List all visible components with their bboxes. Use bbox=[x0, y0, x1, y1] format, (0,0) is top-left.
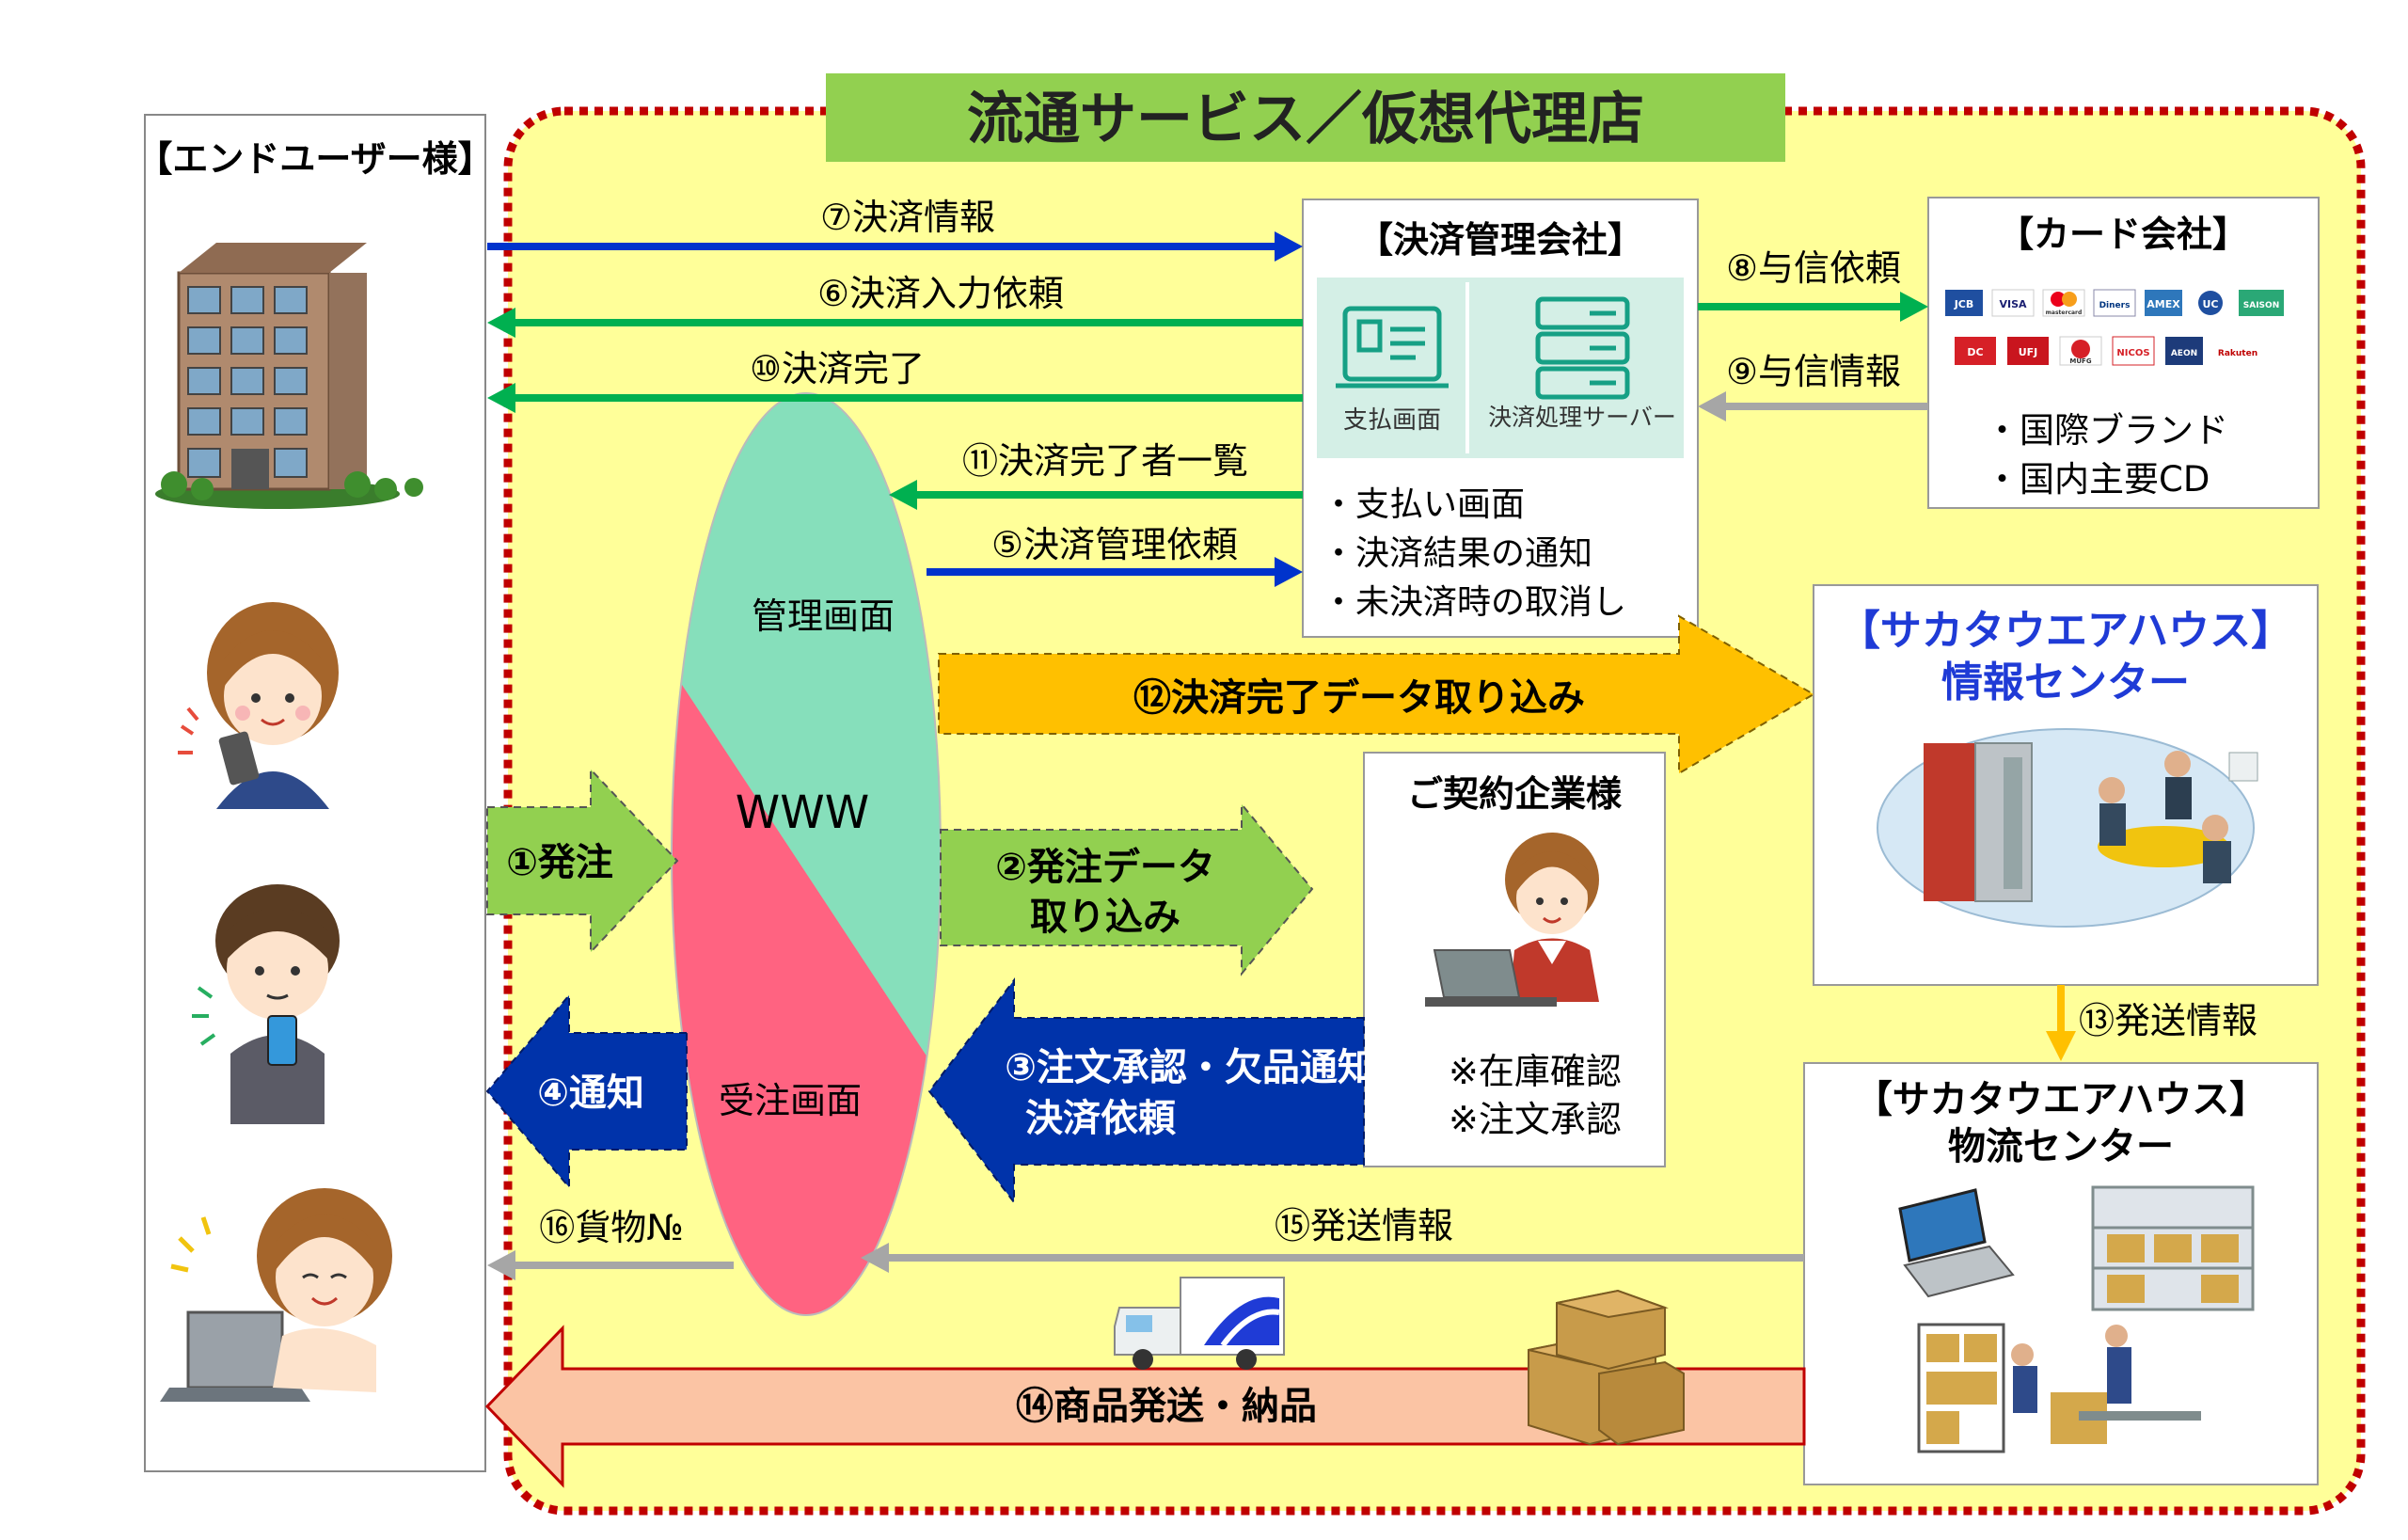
card-company-note: ・国際ブランド bbox=[1985, 410, 2228, 451]
arrow-1-order bbox=[486, 767, 679, 955]
card-brand-logo: Rakuten bbox=[2218, 349, 2258, 358]
storage-shelf-icon bbox=[2091, 1185, 2255, 1311]
step-13-label: ⑬発送情報 bbox=[2079, 1000, 2258, 1041]
computer-icon bbox=[1898, 1188, 2015, 1298]
logistics-center-title: 【サカタウエアハウス】 bbox=[1855, 1078, 2267, 1121]
logistics-center-subtitle: 物流センター bbox=[1948, 1125, 2174, 1168]
operator-woman-icon bbox=[1425, 833, 1599, 1007]
card-brand-logo: SAISON bbox=[2243, 301, 2279, 310]
card-brand-logo: AMEX bbox=[2147, 298, 2180, 310]
step-10-label: ⑩決済完了 bbox=[750, 348, 925, 389]
arrow-7-payment-info bbox=[487, 231, 1303, 262]
cardboard-boxes-icon bbox=[1528, 1289, 1685, 1446]
card-company-title: 【カード会社】 bbox=[1998, 214, 2248, 255]
www-admin-label: 管理画面 bbox=[752, 595, 895, 637]
step-3-label: ③注文承認・欠品通知 bbox=[1005, 1046, 1375, 1089]
card-brand-logo: UFJ bbox=[2019, 346, 2038, 358]
step-7-label: ⑦決済情報 bbox=[820, 197, 995, 238]
step-9-label: ⑨与信情報 bbox=[1726, 351, 1901, 392]
step-2-label-line2: 取り込み bbox=[1030, 896, 1180, 939]
card-brand-logo: VISA bbox=[1999, 298, 2027, 310]
arrow-10-payment-complete bbox=[487, 383, 1303, 413]
end-user-title: 【エンドユーザー様】 bbox=[136, 138, 493, 180]
arrow-3-order-approval bbox=[927, 977, 1365, 1205]
step-3-label-line2: 決済依頼 bbox=[1025, 1097, 1177, 1140]
arrow-2-import-order-data bbox=[940, 802, 1314, 976]
woman-laptop-icon bbox=[160, 1188, 392, 1402]
step-8-label: ⑧与信依頼 bbox=[1726, 247, 1901, 289]
step-11-label: ⑪決済完了者一覧 bbox=[962, 440, 1248, 482]
page-title: 流通サービス／仮想代理店 bbox=[967, 87, 1644, 152]
arrow-13-shipping-info bbox=[2046, 985, 2076, 1061]
arrow-11-completed-list bbox=[889, 480, 1303, 510]
info-center-title: 【サカタウエアハウス】 bbox=[1839, 607, 2292, 655]
payment-company-title: 【決済管理会社】 bbox=[1357, 219, 1643, 261]
www-label: WWW bbox=[736, 786, 869, 839]
card-company-note: ・国内主要CD bbox=[1985, 459, 2210, 500]
arrow-14-product-delivery bbox=[484, 1325, 1806, 1488]
step-6-label: ⑥決済入力依頼 bbox=[817, 273, 1064, 314]
arrow-12-import-completed-data bbox=[938, 614, 1815, 775]
step-15-label: ⑮発送情報 bbox=[1275, 1205, 1453, 1246]
step-2-label: ②発注データ bbox=[995, 846, 1215, 889]
payment-feature: ・支払い画面 bbox=[1322, 485, 1525, 524]
card-brand-logo: mastercard bbox=[2046, 310, 2083, 316]
arrow-4-notification bbox=[485, 992, 688, 1190]
step-12-label: ⑫決済完了データ取り込み bbox=[1133, 676, 1585, 720]
meeting-people-icon bbox=[2098, 751, 2258, 883]
step-4-label: ④通知 bbox=[537, 1072, 644, 1115]
arrow-15-shipping-info bbox=[861, 1243, 1804, 1273]
title-banner bbox=[826, 73, 1785, 162]
payment-feature: ・未決済時の取消し bbox=[1322, 583, 1626, 622]
card-brand-logo: AEON bbox=[2171, 349, 2197, 358]
arrow-5-payment-mgmt-request bbox=[927, 557, 1303, 587]
arrow-8-credit-request bbox=[1698, 292, 1928, 322]
info-center-subtitle: 情報センター bbox=[1941, 659, 2190, 706]
card-brand-logo: JCB bbox=[1954, 298, 1974, 310]
www-ellipse bbox=[671, 392, 942, 1316]
arrow-9-credit-info bbox=[1698, 391, 1928, 421]
card-brand-logo: Diners bbox=[2099, 301, 2131, 310]
card-brand-logo: NICOS bbox=[2116, 348, 2149, 358]
server-rack-icon bbox=[1924, 742, 2033, 902]
step-14-label: ⑭商品発送・納品 bbox=[1016, 1385, 1317, 1428]
card-brand-logo: UC bbox=[2202, 298, 2218, 310]
www-order-label: 受注画面 bbox=[719, 1080, 862, 1121]
payment-screen-label: 支払画面 bbox=[1343, 406, 1441, 435]
warehouse-workers-icon bbox=[1917, 1323, 2201, 1453]
step-1-label: ①発注 bbox=[506, 841, 613, 884]
payment-screen-icon bbox=[1336, 306, 1449, 389]
arrow-16-tracking-number bbox=[487, 1250, 734, 1280]
man-smartphone-icon bbox=[192, 884, 340, 1124]
contract-company-note: ※在庫確認 bbox=[1449, 1051, 1622, 1092]
payment-feature: ・決済結果の通知 bbox=[1322, 534, 1592, 573]
arrow-6-payment-input-request bbox=[487, 308, 1303, 338]
card-brand-logo: DC bbox=[1967, 346, 1983, 358]
card-brand-logos-row1: JCB VISA mastercard Diners AMEX UC SAISO… bbox=[1945, 289, 2284, 317]
contract-company-note: ※注文承認 bbox=[1449, 1099, 1622, 1140]
delivery-truck-icon bbox=[1114, 1277, 1285, 1370]
card-brand-logos-row2: DC UFJ MUFG NICOS AEON Rakuten bbox=[1955, 336, 2261, 366]
step-16-label: ⑯貨物№ bbox=[539, 1207, 684, 1248]
apartment-building-icon bbox=[155, 243, 423, 509]
step-5-label: ⑤決済管理依頼 bbox=[991, 524, 1238, 565]
contract-company-title: ご契約企業様 bbox=[1407, 773, 1623, 815]
payment-server-label: 決済処理サーバー bbox=[1488, 404, 1676, 431]
payment-server-icon bbox=[1535, 296, 1630, 400]
card-brand-logo: MUFG bbox=[2069, 357, 2091, 365]
woman-tablet-icon bbox=[178, 602, 339, 809]
